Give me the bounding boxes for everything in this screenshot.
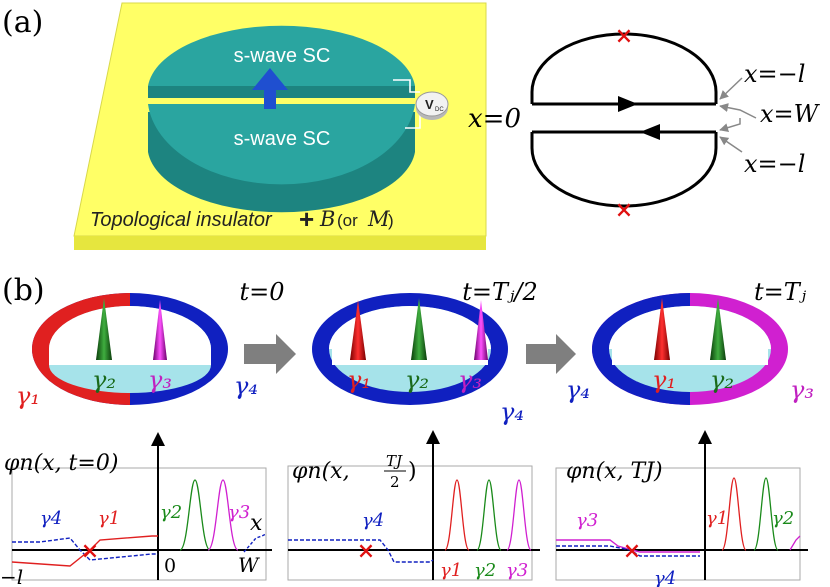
gamma1-label-1: γ₁ (16, 382, 40, 410)
vortex-marker-plot-2: × (357, 538, 375, 564)
plot2-gamma4: γ4 (362, 510, 384, 531)
label-arrows (719, 77, 757, 153)
x-minus-l-bottom-label: x=−l (744, 150, 805, 178)
plot1-gamma2: γ2 (160, 502, 182, 523)
disk-state-half (312, 293, 508, 405)
plot3-gamma3: γ3 (576, 510, 598, 531)
gamma3-label-3: γ₃ (790, 376, 814, 404)
x-minus-l-top-label: x=−l (744, 60, 805, 88)
vortex-marker-plot-1: × (81, 538, 99, 564)
time-label-1: t=0 (239, 278, 284, 306)
superconductor-disk (148, 25, 415, 213)
panel-a-label: (a) (2, 5, 43, 40)
gamma1-label-3: γ₁ (652, 366, 676, 394)
gamma4-label-2: γ₄ (500, 398, 524, 426)
plot3-gamma1: γ1 (706, 508, 728, 529)
substrate-edge (74, 236, 486, 250)
disk-state-t0 (32, 293, 228, 405)
arrow-left-icon (640, 124, 660, 140)
plot2-ylabel-den: 2 (390, 473, 400, 491)
gamma4-label-1: γ₄ (234, 372, 258, 400)
gamma2-label-3: γ₂ (710, 366, 734, 394)
disk-state-tj (592, 293, 788, 405)
vortex-marker-plot-3: × (623, 538, 641, 564)
voltmeter-label: V (425, 97, 434, 112)
wire-top (393, 79, 420, 93)
gamma2-label-2: γ₂ (405, 366, 429, 394)
close-paren: ) (388, 211, 394, 230)
plot1-ylabel: φn(x, t=0) (4, 451, 118, 476)
time-label-2: t=Tⱼ/2 (462, 278, 537, 306)
gamma3-label-1: γ₃ (148, 366, 172, 394)
plot1-xlabel: x (250, 511, 263, 536)
magnetization-label: M (367, 207, 390, 231)
plot2-gamma1: γ1 (440, 560, 462, 581)
sc-top-label: s-wave SC (234, 45, 331, 67)
gamma4-label-3: γ₄ (566, 376, 590, 404)
arrow-right-icon (618, 96, 638, 112)
plot2-ylabel-num: TJ (386, 452, 403, 470)
plot2-ylabel-pre: φn(x, (292, 459, 350, 484)
field-b-label: B (319, 207, 335, 231)
vortex-marker-bottom: × (615, 197, 633, 223)
plot2-gamma3: γ3 (506, 560, 528, 581)
transition-arrow-icon-1 (244, 334, 296, 374)
plot3-gamma2: γ2 (772, 508, 794, 529)
plot2-ylabel-post: ) (408, 459, 417, 484)
transition-arrow-icon-2 (526, 334, 576, 374)
plot3-gamma4: γ4 (654, 568, 676, 587)
vortex-marker-top: × (615, 23, 633, 49)
plot1-gamma3: γ3 (228, 502, 250, 523)
time-label-3: t=Tⱼ (754, 278, 807, 306)
phase-arrow-icon (252, 68, 288, 109)
gamma3-label-2: γ₃ (458, 366, 482, 394)
wavefunction-plot-1 (11, 432, 272, 581)
plot3-ylabel: φn(x, TJ) (566, 459, 663, 484)
wavefunction-plot-3 (555, 430, 808, 581)
wavefunction-plot-2 (287, 430, 540, 581)
edge-loop (530, 32, 718, 208)
gamma2-label-1: γ₂ (92, 366, 116, 394)
voltmeter-subscript: DC (435, 107, 444, 113)
plot1-gamma1: γ1 (98, 508, 120, 529)
substrate-plus: + (299, 204, 314, 234)
or-label: (or (337, 211, 358, 230)
plot1-gamma4: γ4 (40, 508, 62, 529)
gamma1-label-2: γ₁ (347, 366, 371, 394)
plot1-tick-right: W (238, 553, 260, 577)
sc-bottom-label: s-wave SC (234, 128, 331, 150)
x0-label: x=0 (468, 104, 521, 134)
plot1-tick-left: −l (0, 565, 23, 587)
x-w-label: x=W (760, 100, 821, 128)
plot2-gamma2: γ2 (474, 560, 496, 581)
substrate-label: Topological insulator (90, 209, 273, 231)
voltmeter-icon (415, 91, 449, 120)
panel-b-label: (b) (2, 273, 45, 308)
plot1-tick-zero: 0 (164, 555, 176, 577)
